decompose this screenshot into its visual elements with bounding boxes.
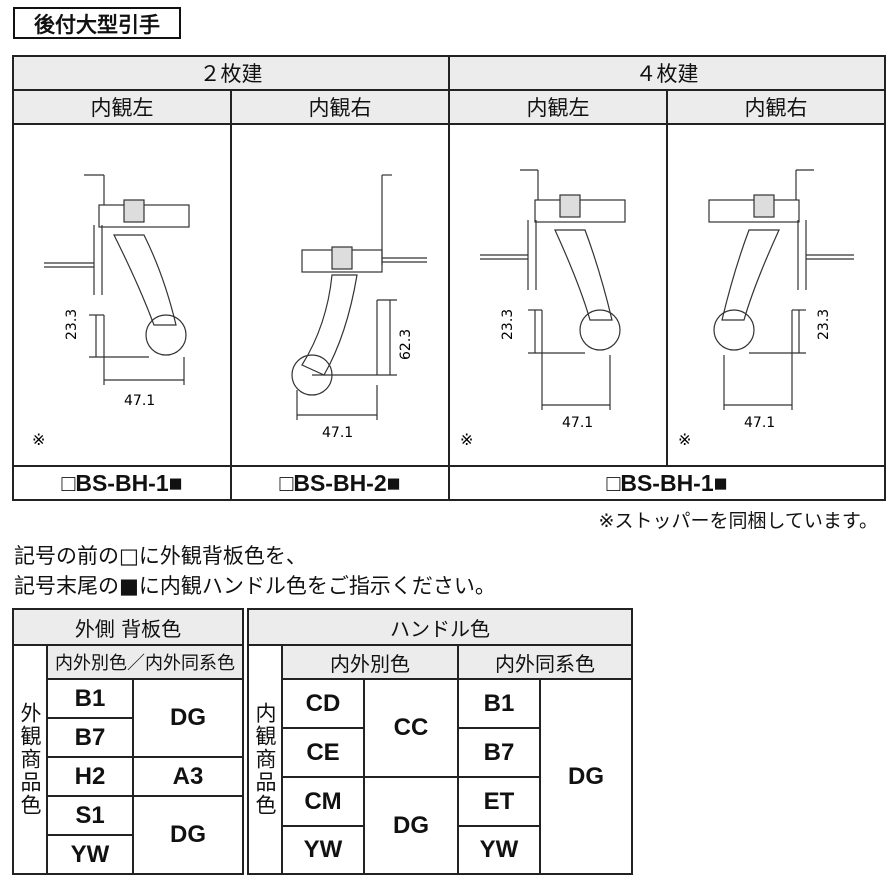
color-code: S1: [46, 795, 134, 836]
drawing-cell: 23.3 47.1 ※: [12, 123, 232, 467]
drawing-cell: 23.3 47.1 ※: [448, 123, 668, 467]
product-code: □BS-BH-2■: [230, 465, 450, 501]
handle-header: ハンドル色: [247, 608, 633, 646]
dim-vertical: 23.3: [816, 309, 832, 340]
outer-color-table: 外側 背板色 外観商品色 内外別色／内外同系色 B1 DG B7 H2 A3 S…: [12, 608, 244, 875]
asterisk-mark: ※: [460, 430, 473, 449]
handle-section-drawing: 23.3 47.1 ※: [460, 169, 626, 449]
color-value: CC: [363, 678, 459, 778]
asterisk-mark: ※: [678, 430, 691, 449]
handle-section-drawing: 62.3 47.1: [291, 174, 427, 441]
color-code: B1: [46, 678, 134, 719]
product-code: □BS-BH-1■: [448, 465, 886, 501]
dim-vertical: 23.3: [64, 309, 80, 340]
handle-subheader-a: 内外別色: [281, 644, 459, 680]
color-value: DG: [539, 678, 633, 875]
inner-vertical-label: 内観商品色: [247, 644, 283, 875]
color-code: H2: [46, 756, 134, 797]
dim-horizontal: 47.1: [562, 415, 593, 431]
color-value: DG: [363, 776, 459, 875]
color-code: YW: [457, 825, 541, 875]
drawing-cell: 23.3 47.1 ※: [666, 123, 886, 467]
color-value: DG: [132, 678, 244, 758]
view-header: 内観右: [666, 89, 886, 125]
color-code: CE: [281, 727, 365, 778]
outer-subheader: 内外別色／内外同系色: [46, 644, 244, 680]
dim-vertical: 62.3: [398, 329, 414, 360]
handle-drawing-table: ２枚建 ４枚建 内観左 内観右 内観左 内観右: [12, 55, 886, 501]
group-header-4: ４枚建: [448, 55, 886, 91]
instruction-line-2: 記号末尾の■に内観ハンドル色をご指示ください。: [14, 574, 496, 598]
product-code: □BS-BH-1■: [12, 465, 232, 501]
color-value: A3: [132, 756, 244, 797]
instruction-line-1: 記号の前の□に外観背板色を、: [14, 544, 307, 568]
dim-horizontal: 47.1: [744, 415, 775, 431]
color-code: B7: [46, 717, 134, 758]
dim-horizontal: 47.1: [124, 393, 155, 409]
page-title: 後付大型引手: [13, 7, 181, 39]
color-value: DG: [132, 795, 244, 875]
color-code: CD: [281, 678, 365, 729]
outer-vertical-label: 外観商品色: [12, 644, 48, 875]
color-code: B1: [457, 678, 541, 729]
drawing-cell: 62.3 47.1: [230, 123, 450, 467]
dim-horizontal: 47.1: [322, 425, 353, 441]
view-header: 内観左: [12, 89, 232, 125]
color-code: B7: [457, 727, 541, 778]
handle-section-drawing: 23.3 47.1 ※: [32, 174, 190, 449]
color-code: YW: [281, 825, 365, 875]
view-header: 内観左: [448, 89, 668, 125]
group-header-2: ２枚建: [12, 55, 450, 91]
view-header: 内観右: [230, 89, 450, 125]
color-code: YW: [46, 834, 134, 875]
stopper-note: ※ストッパーを同梱しています。: [598, 510, 878, 532]
color-code: ET: [457, 776, 541, 827]
outer-header: 外側 背板色: [12, 608, 244, 646]
handle-color-table: ハンドル色 内観商品色 内外別色 内外同系色 CD CC B1 DG CE B7…: [247, 608, 633, 875]
handle-section-drawing: 23.3 47.1 ※: [678, 169, 854, 449]
color-code: CM: [281, 776, 365, 827]
handle-subheader-b: 内外同系色: [457, 644, 633, 680]
dim-vertical: 23.3: [500, 309, 516, 340]
asterisk-mark: ※: [32, 430, 45, 449]
